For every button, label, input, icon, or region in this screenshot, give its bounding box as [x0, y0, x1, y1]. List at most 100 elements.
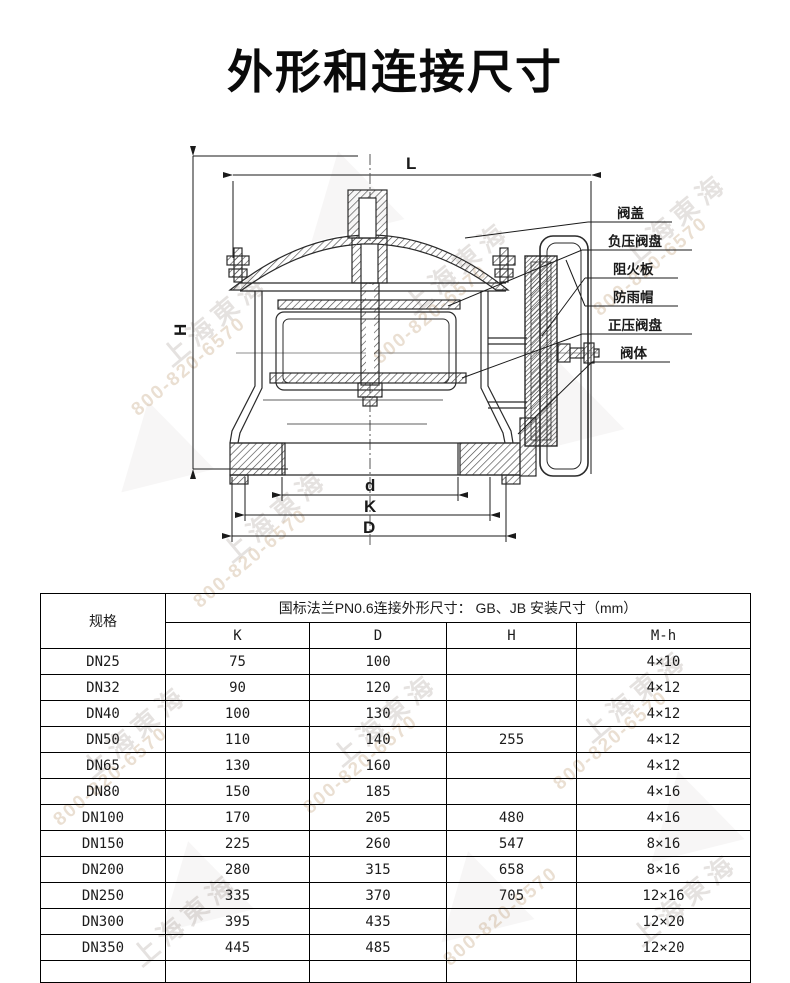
dim-label-H: H	[171, 324, 190, 336]
dim-label-L: L	[406, 154, 416, 173]
d-cell: 100	[309, 648, 447, 675]
dimension-lines	[190, 146, 601, 542]
dim-label-K: K	[364, 497, 377, 516]
spec-cell: DN32	[40, 674, 166, 701]
spec-cell: DN80	[40, 778, 166, 805]
h-cell: 255	[446, 726, 577, 753]
d-cell: 435	[309, 908, 447, 935]
spec-cell: DN150	[40, 830, 166, 857]
mh-cell: 8×16	[575, 830, 752, 857]
dim-label-D: D	[363, 518, 375, 537]
cap-bolt	[557, 342, 600, 364]
spec-cell: DN100	[40, 804, 166, 831]
part-label-valve-cover: 阀盖	[617, 205, 645, 221]
d-cell: 260	[309, 830, 447, 857]
mh-cell: 12×20	[575, 908, 752, 935]
mh-cell: 12×16	[575, 882, 752, 909]
k-cell: 395	[165, 908, 310, 935]
k-cell: 75	[165, 648, 310, 675]
spec-cell: DN50	[40, 726, 166, 753]
k-cell: 445	[165, 934, 310, 961]
mh-cell: 12×20	[575, 934, 752, 961]
spec-cell: DN300	[40, 908, 166, 935]
h-cell: 658	[446, 856, 577, 883]
mh-cell: 4×12	[575, 674, 752, 701]
spec-cell: DN250	[40, 882, 166, 909]
mh-cell: 4×12	[575, 752, 752, 779]
stem-nut	[357, 382, 383, 398]
part-label-rain-cap: 防雨帽	[613, 289, 654, 305]
spec-column-header: 规格	[40, 593, 166, 649]
d-cell: 160	[309, 752, 447, 779]
mh-cell: 8×16	[575, 856, 752, 883]
h-cell: 480	[446, 804, 577, 831]
k-cell: 335	[165, 882, 310, 909]
h-cell	[446, 648, 577, 675]
column-header-Mh: M-h	[575, 622, 752, 649]
mh-cell: 4×12	[575, 726, 752, 753]
table-header-row-1: 规格 国标法兰PN0.6连接外形尺寸： GB、JB 安装尺寸（mm）	[40, 593, 752, 649]
column-header-H: H	[446, 622, 577, 649]
mh-cell: 4×16	[575, 778, 752, 805]
k-cell: 170	[165, 804, 310, 831]
mh-cell: 4×12	[575, 700, 752, 727]
group-header: 国标法兰PN0.6连接外形尺寸： GB、JB 安装尺寸（mm）	[164, 593, 752, 623]
h-cell: 705	[446, 882, 577, 909]
h-cell	[446, 752, 577, 779]
spec-cell: DN200	[40, 856, 166, 883]
part-label-valve-body: 阀体	[620, 345, 648, 361]
valve-body-group	[226, 189, 600, 485]
d-cell: 315	[309, 856, 447, 883]
h-cell	[446, 674, 577, 701]
table-header-row-2: K D H M-h	[41, 622, 752, 649]
flange-foot-right	[459, 442, 521, 476]
part-label-negative-disc: 负压阀盘	[608, 233, 662, 249]
k-cell: 225	[165, 830, 310, 857]
h-cell	[446, 908, 577, 935]
positive-pressure-disc	[269, 372, 467, 384]
k-cell: 90	[165, 674, 310, 701]
k-cell: 150	[165, 778, 310, 805]
spec-cell: DN25	[40, 648, 166, 675]
d-cell: 485	[309, 934, 447, 961]
d-cell: 120	[309, 674, 447, 701]
d-cell: 370	[309, 882, 447, 909]
part-label-positive-disc: 正压阀盘	[608, 317, 662, 333]
spec-cell: DN350	[40, 934, 166, 961]
flange-foot-left	[229, 442, 286, 476]
h-cell	[446, 700, 577, 727]
column-header-D: D	[309, 622, 447, 649]
k-cell: 110	[165, 726, 310, 753]
bonnet-bolt-left	[226, 247, 250, 283]
d-cell: 130	[309, 700, 447, 727]
page-title: 外形和连接尺寸	[227, 46, 563, 98]
table-row-clipped	[40, 960, 752, 983]
valve-bonnet-dome	[228, 234, 510, 291]
dimensions-table: 规格 国标法兰PN0.6连接外形尺寸： GB、JB 安装尺寸（mm） K D H…	[40, 593, 752, 983]
k-cell: 280	[165, 856, 310, 883]
h-cell	[446, 778, 577, 805]
d-cell: 140	[309, 726, 447, 753]
dim-label-d: d	[365, 476, 375, 495]
valve-engineering-diagram: 阀盖 负压阀盘 阻火板 防雨帽 正压阀盘 阀体 L H d K D	[130, 138, 740, 568]
leader-lines	[447, 221, 692, 435]
h-cell: 547	[446, 830, 577, 857]
column-header-K: K	[165, 622, 310, 649]
valve-cross-section-drawing: 阀盖 负压阀盘 阻火板 防雨帽 正压阀盘 阀体 L H d K D	[171, 146, 692, 546]
k-cell: 100	[165, 700, 310, 727]
bonnet-bolt-right	[492, 247, 516, 283]
spec-cell: DN40	[40, 700, 166, 727]
